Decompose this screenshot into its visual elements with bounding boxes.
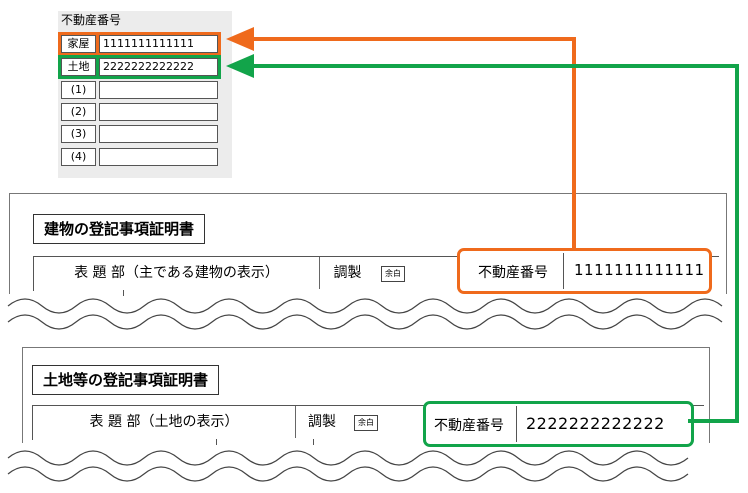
building-number-label: 不動産番号 bbox=[478, 265, 548, 281]
building-prepared-label: 調製 bbox=[319, 257, 375, 289]
building-number-value: 1111111111111 bbox=[574, 261, 705, 279]
land-number-divider bbox=[516, 406, 517, 442]
row-4-field[interactable] bbox=[99, 148, 218, 166]
row-3-field[interactable] bbox=[99, 125, 218, 143]
orange-arrowhead bbox=[226, 27, 254, 51]
building-number-divider bbox=[563, 253, 564, 289]
land-header-label: 表 題 部（土地の表示） bbox=[89, 414, 239, 430]
property-number-form: 不動産番号 家屋 1111111111111 土地 2222222222222 … bbox=[58, 11, 232, 178]
building-header-label: 表 題 部（主である建物の表示） bbox=[74, 265, 279, 281]
row-1-field[interactable] bbox=[99, 81, 218, 99]
land-column-line-2 bbox=[313, 439, 314, 445]
building-blank-stamp: 余白 bbox=[381, 266, 405, 282]
green-arrowhead bbox=[226, 54, 254, 78]
building-header-row: 表 題 部（主である建物の表示） 調製 余白 bbox=[33, 256, 719, 291]
house-label: 家屋 bbox=[58, 32, 99, 56]
wavy-break-line bbox=[7, 450, 689, 466]
form-title: 不動産番号 bbox=[61, 13, 122, 27]
wavy-break-line bbox=[7, 298, 723, 314]
row-4-label: (4) bbox=[61, 148, 96, 166]
land-prepared-label: 調製 bbox=[295, 406, 348, 438]
building-number-box: 不動産番号 1111111111111 bbox=[457, 248, 712, 294]
green-connector-arrow bbox=[252, 64, 739, 423]
house-number-field[interactable]: 1111111111111 bbox=[96, 32, 221, 56]
land-label: 土地 bbox=[58, 55, 99, 79]
wavy-break-line bbox=[7, 466, 689, 482]
building-column-line bbox=[123, 290, 124, 296]
land-column-line-1 bbox=[216, 439, 217, 445]
building-certificate-title: 建物の登記事項証明書 bbox=[33, 214, 206, 244]
land-certificate-title: 土地等の登記事項証明書 bbox=[32, 365, 220, 395]
row-2-field[interactable] bbox=[99, 103, 218, 121]
row-3-label: (3) bbox=[61, 125, 96, 143]
land-number-field[interactable]: 2222222222222 bbox=[96, 55, 221, 79]
land-number-value: 2222222222222 bbox=[526, 414, 665, 433]
land-number-box: 不動産番号 2222222222222 bbox=[423, 401, 694, 447]
orange-connector-arrow bbox=[252, 37, 576, 248]
row-1-label: (1) bbox=[61, 81, 96, 99]
wavy-break-line bbox=[7, 314, 723, 330]
land-number-label: 不動産番号 bbox=[434, 418, 504, 434]
row-2-label: (2) bbox=[61, 103, 96, 121]
land-header-row: 表 題 部（土地の表示） 調製 余白 bbox=[32, 405, 704, 440]
land-blank-stamp: 余白 bbox=[354, 415, 378, 431]
